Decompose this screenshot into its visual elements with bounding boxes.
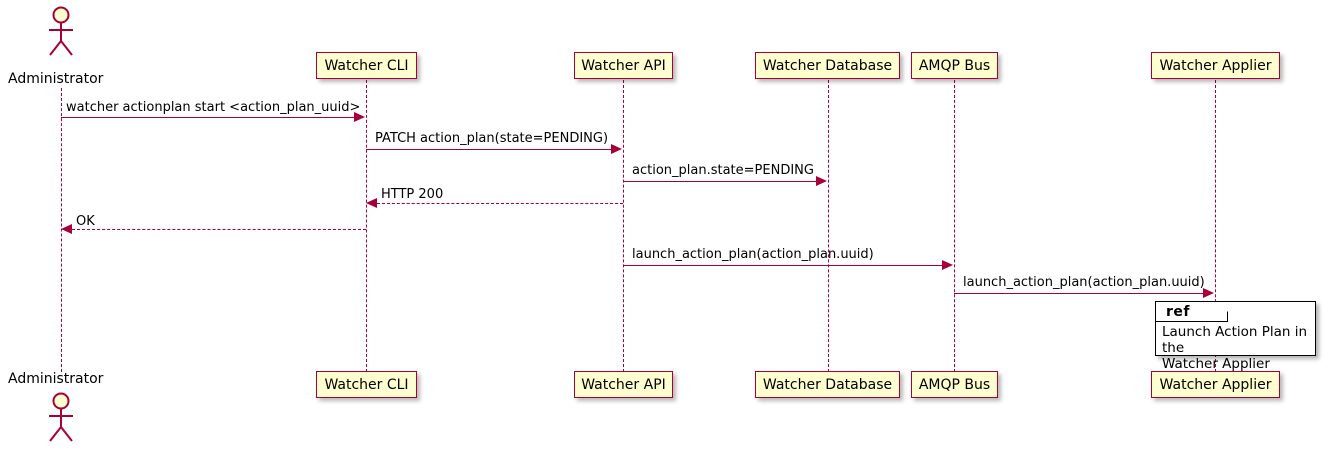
message-label-4: HTTP 200 bbox=[381, 187, 444, 202]
actor-stick-figure-icon bbox=[49, 6, 73, 56]
message-arrow-4-line bbox=[377, 203, 623, 204]
lifeline-amqp-bus bbox=[954, 80, 955, 372]
ref-fragment-launch-action-plan[interactable]: ref Launch Action Plan in the Watcher Ap… bbox=[1155, 301, 1316, 372]
message-label-2: PATCH action_plan(state=PENDING) bbox=[375, 131, 609, 146]
actor-administrator-top bbox=[43, 4, 79, 60]
participant-watcher-applier-bottom[interactable]: Watcher Applier bbox=[1151, 371, 1280, 398]
message-arrow-4-head bbox=[366, 198, 377, 208]
participant-amqp-bus-bottom[interactable]: AMQP Bus bbox=[911, 371, 998, 398]
lifeline-watcher-applier bbox=[1215, 80, 1216, 372]
participant-watcher-cli-top[interactable]: Watcher CLI bbox=[316, 52, 417, 79]
lifeline-watcher-api bbox=[623, 80, 624, 372]
message-label-6: launch_action_plan(action_plan.uuid) bbox=[632, 247, 874, 262]
message-arrow-6-head bbox=[942, 260, 953, 270]
actor-stick-figure-icon bbox=[49, 392, 73, 442]
participant-watcher-database-bottom[interactable]: Watcher Database bbox=[755, 371, 900, 398]
actor-label-administrator-top: Administrator bbox=[8, 71, 104, 87]
message-label-3: action_plan.state=PENDING bbox=[632, 163, 814, 178]
ref-fragment-body-text: Launch Action Plan in the Watcher Applie… bbox=[1162, 324, 1308, 372]
message-arrow-1-head bbox=[354, 112, 365, 122]
lifeline-watcher-cli bbox=[366, 80, 367, 372]
participant-watcher-api-bottom[interactable]: Watcher API bbox=[574, 371, 673, 398]
actor-administrator-bottom bbox=[43, 390, 79, 446]
participant-watcher-cli-bottom[interactable]: Watcher CLI bbox=[316, 371, 417, 398]
message-arrow-6-line bbox=[623, 265, 943, 266]
message-arrow-5-line bbox=[72, 229, 366, 230]
message-label-5: OK bbox=[76, 214, 95, 229]
participant-watcher-applier-top[interactable]: Watcher Applier bbox=[1151, 52, 1280, 79]
participant-watcher-api-top[interactable]: Watcher API bbox=[574, 52, 673, 79]
message-arrow-3-line bbox=[623, 181, 817, 182]
participant-amqp-bus-top[interactable]: AMQP Bus bbox=[911, 52, 998, 79]
message-label-7: launch_action_plan(action_plan.uuid) bbox=[963, 275, 1205, 290]
ref-fragment-tab-label: ref bbox=[1156, 302, 1228, 322]
message-label-1: watcher actionplan start <action_plan_uu… bbox=[66, 100, 361, 115]
message-arrow-3-head bbox=[816, 176, 827, 186]
message-arrow-7-head bbox=[1203, 288, 1214, 298]
lifeline-watcher-database bbox=[828, 80, 829, 372]
message-arrow-7-line bbox=[954, 293, 1204, 294]
message-arrow-2-line bbox=[366, 149, 612, 150]
participant-watcher-database-top[interactable]: Watcher Database bbox=[755, 52, 900, 79]
actor-label-administrator-bottom: Administrator bbox=[8, 371, 104, 387]
message-arrow-2-head bbox=[611, 144, 622, 154]
message-arrow-1-line bbox=[61, 117, 355, 118]
message-arrow-5-head bbox=[61, 224, 72, 234]
